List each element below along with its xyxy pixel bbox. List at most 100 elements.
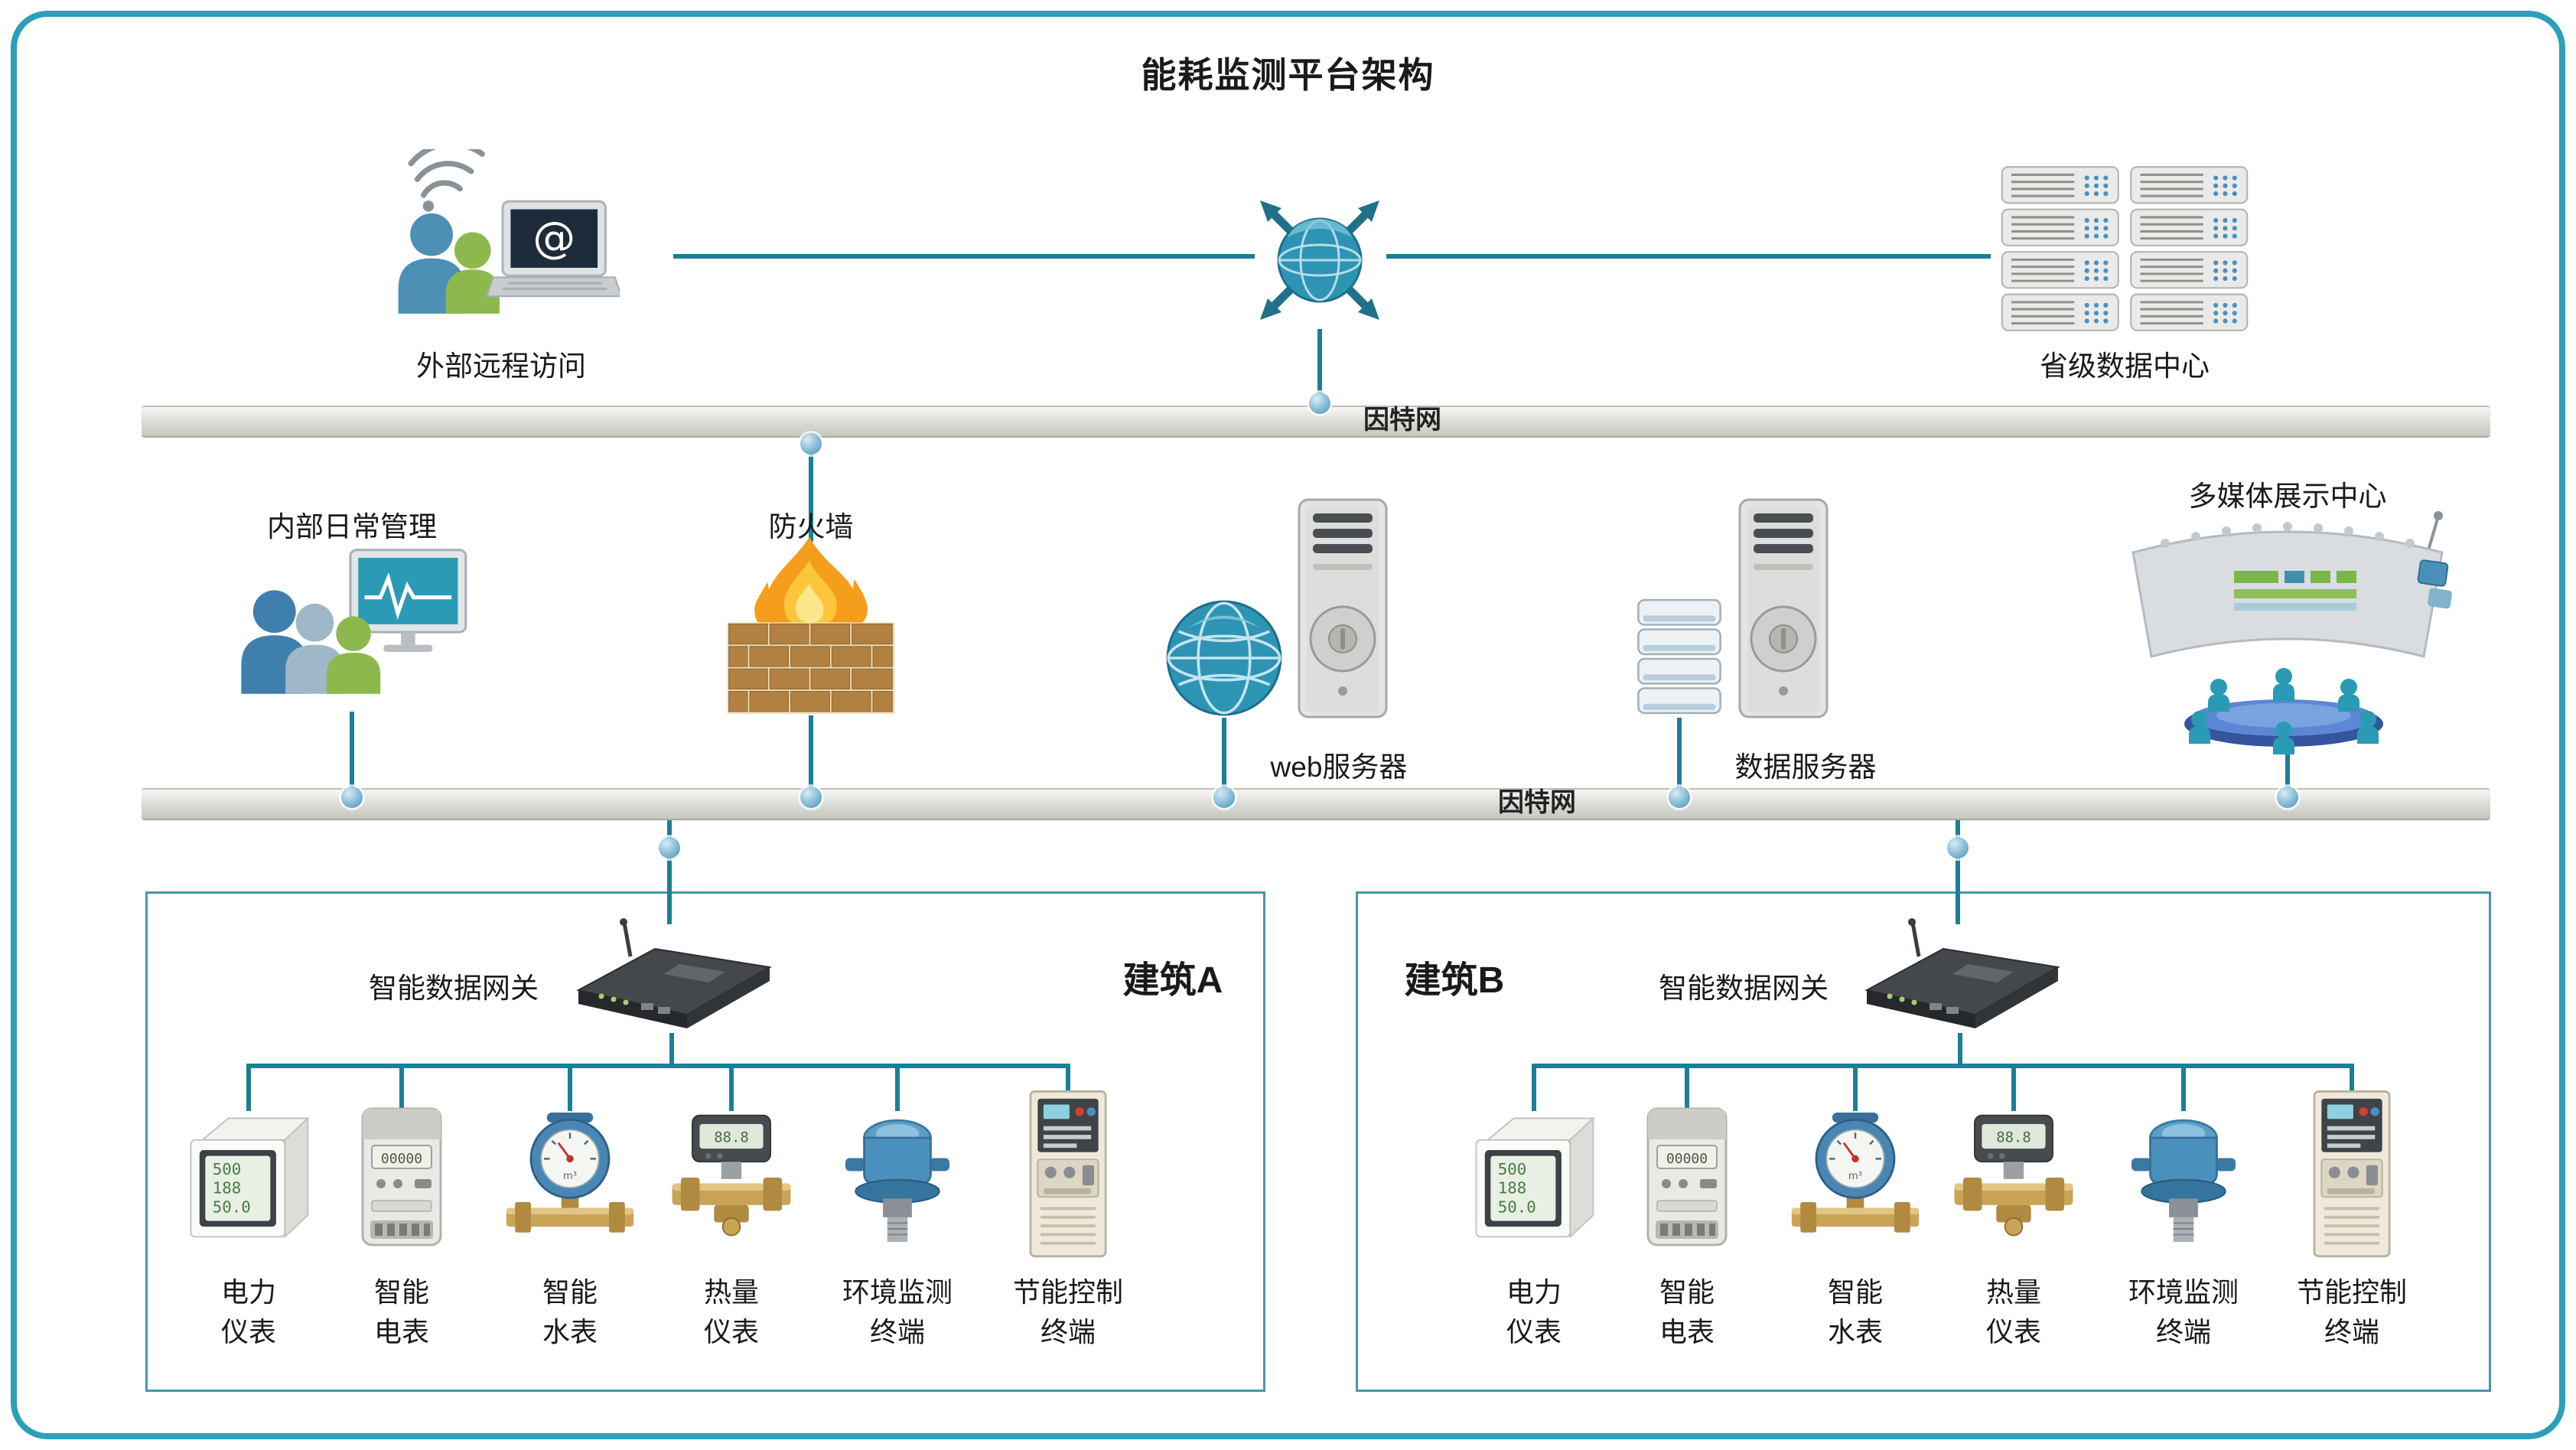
- connector-line: [246, 1064, 251, 1111]
- device-label-line: 终端: [1040, 1316, 1096, 1347]
- device-label-line: 热量: [1985, 1276, 2041, 1308]
- env-monitor-icon: [832, 1100, 962, 1253]
- device-label-line: 终端: [2155, 1316, 2211, 1347]
- device-label-line: 电表: [1659, 1316, 1715, 1347]
- connector-line: [350, 712, 354, 788]
- connection-node: [800, 787, 822, 808]
- device-label: 环境监测终端: [2092, 1272, 2275, 1352]
- device-label-line: 仪表: [1506, 1316, 1562, 1347]
- gateway-label: 智能数据网关: [1659, 973, 1829, 1004]
- device-label-line: 节能控制: [2296, 1276, 2407, 1308]
- connector-line: [2285, 754, 2290, 788]
- connector-line: [667, 817, 672, 924]
- province-datacenter-label: 省级数据中心: [2040, 350, 2210, 382]
- device-label-line: 热量: [703, 1276, 759, 1308]
- page-title: 能耗监测平台架构: [1141, 55, 1435, 95]
- connection-node: [1213, 787, 1235, 808]
- connector-line: [1317, 329, 1322, 406]
- connector-line: [1956, 817, 1960, 924]
- device-label: 热量仪表: [640, 1272, 823, 1352]
- connector-line: [399, 1064, 404, 1111]
- device-label-line: 电力: [220, 1276, 276, 1308]
- control-cabinet-icon: [1003, 1083, 1133, 1267]
- internet-bus-2-label: 因特网: [1498, 788, 1576, 817]
- connection-node: [1669, 787, 1690, 808]
- connector-line: [2011, 1064, 2016, 1111]
- data-gateway-box-icon: [565, 917, 779, 1039]
- device-label: 电力仪表: [1442, 1272, 1626, 1352]
- connector-line: [729, 1064, 734, 1111]
- connector-line: [2181, 1064, 2186, 1111]
- device-label: 热量仪表: [1922, 1272, 2105, 1352]
- connector-line: [669, 1033, 674, 1067]
- firewall-label: 防火墙: [768, 511, 854, 543]
- device-bus-line: [1532, 1064, 2354, 1068]
- device-label-line: 水表: [1827, 1316, 1883, 1347]
- device-label: 智能电表: [1595, 1272, 1779, 1352]
- internal-management-label: 内部日常管理: [267, 511, 437, 543]
- heat-meter-icon: [666, 1104, 796, 1250]
- internet-bus-1: [142, 406, 2490, 438]
- connector-line: [1685, 1064, 1689, 1111]
- connector-line: [1958, 1033, 1962, 1067]
- device-label: 智能水表: [478, 1272, 662, 1352]
- flame-brick-wall-icon: [718, 537, 904, 719]
- external-access-label: 外部远程访问: [416, 350, 586, 382]
- connector-line: [1853, 1064, 1858, 1111]
- connector-line: [809, 435, 813, 542]
- connector-line: [1222, 718, 1226, 788]
- device-label-line: 环境监测: [2128, 1276, 2239, 1308]
- connector-line: [1532, 1064, 1536, 1111]
- device-label-line: 智能: [542, 1276, 598, 1308]
- connection-node: [1309, 393, 1330, 414]
- electric-meter-icon: [1630, 1104, 1744, 1250]
- device-label-line: 智能: [373, 1276, 429, 1308]
- data-server-label: 数据服务器: [1734, 751, 1877, 783]
- connector-line: [673, 254, 1255, 259]
- building-name: 建筑B: [1404, 960, 1505, 1001]
- data-gateway-box-icon: [1853, 917, 2067, 1039]
- disk-stack-icon: [1628, 591, 1731, 722]
- building-a-box: 智能数据网关 建筑A 电力仪表 智能电表 智能水表 热量仪表 环境监测终端 节能…: [145, 891, 1265, 1392]
- device-label-line: 智能: [1659, 1276, 1715, 1308]
- device-label: 节能控制终端: [976, 1272, 1160, 1352]
- curved-screen-conference-icon: [2119, 507, 2456, 759]
- web-server-label: web服务器: [1270, 751, 1408, 783]
- connection-node: [341, 787, 363, 808]
- device-label-line: 环境监测: [842, 1276, 953, 1308]
- device-label-line: 电表: [373, 1316, 429, 1347]
- connector-line: [1386, 254, 1991, 259]
- device-label-line: 仪表: [703, 1316, 759, 1347]
- device-label: 智能电表: [310, 1272, 493, 1352]
- device-label: 环境监测终端: [806, 1272, 989, 1352]
- device-label-line: 智能: [1827, 1276, 1883, 1308]
- device-label-line: 仪表: [1985, 1316, 2041, 1347]
- connector-line: [2350, 1064, 2354, 1111]
- power-meter-icon: [1469, 1104, 1599, 1250]
- device-label: 智能水表: [1763, 1272, 1947, 1352]
- users-laptop-wifi-icon: [383, 149, 620, 339]
- server-rack-grid-icon: [1998, 162, 2251, 335]
- water-meter-icon: [505, 1104, 635, 1250]
- device-label-line: 电力: [1506, 1276, 1562, 1308]
- connection-node: [659, 837, 680, 859]
- gateway-label: 智能数据网关: [369, 973, 539, 1004]
- device-label-line: 节能控制: [1012, 1276, 1123, 1308]
- env-monitor-icon: [2118, 1100, 2249, 1253]
- water-meter-icon: [1790, 1104, 1920, 1250]
- device-bus-line: [246, 1064, 1070, 1068]
- connector-line: [1066, 1064, 1070, 1111]
- connector-line: [1677, 718, 1682, 788]
- people-monitor-icon: [233, 542, 471, 716]
- connector-line: [568, 1064, 572, 1111]
- globe-router-arrows-icon: [1251, 191, 1389, 329]
- heat-meter-icon: [1949, 1104, 2079, 1250]
- control-cabinet-icon: [2287, 1083, 2417, 1267]
- device-label-line: 终端: [869, 1316, 925, 1347]
- internet-bus-1-label: 因特网: [1363, 406, 1441, 435]
- connection-node: [2277, 787, 2298, 808]
- server-tower-icon: [1285, 494, 1400, 723]
- connector-line: [895, 1064, 900, 1111]
- connection-node: [1947, 837, 1969, 859]
